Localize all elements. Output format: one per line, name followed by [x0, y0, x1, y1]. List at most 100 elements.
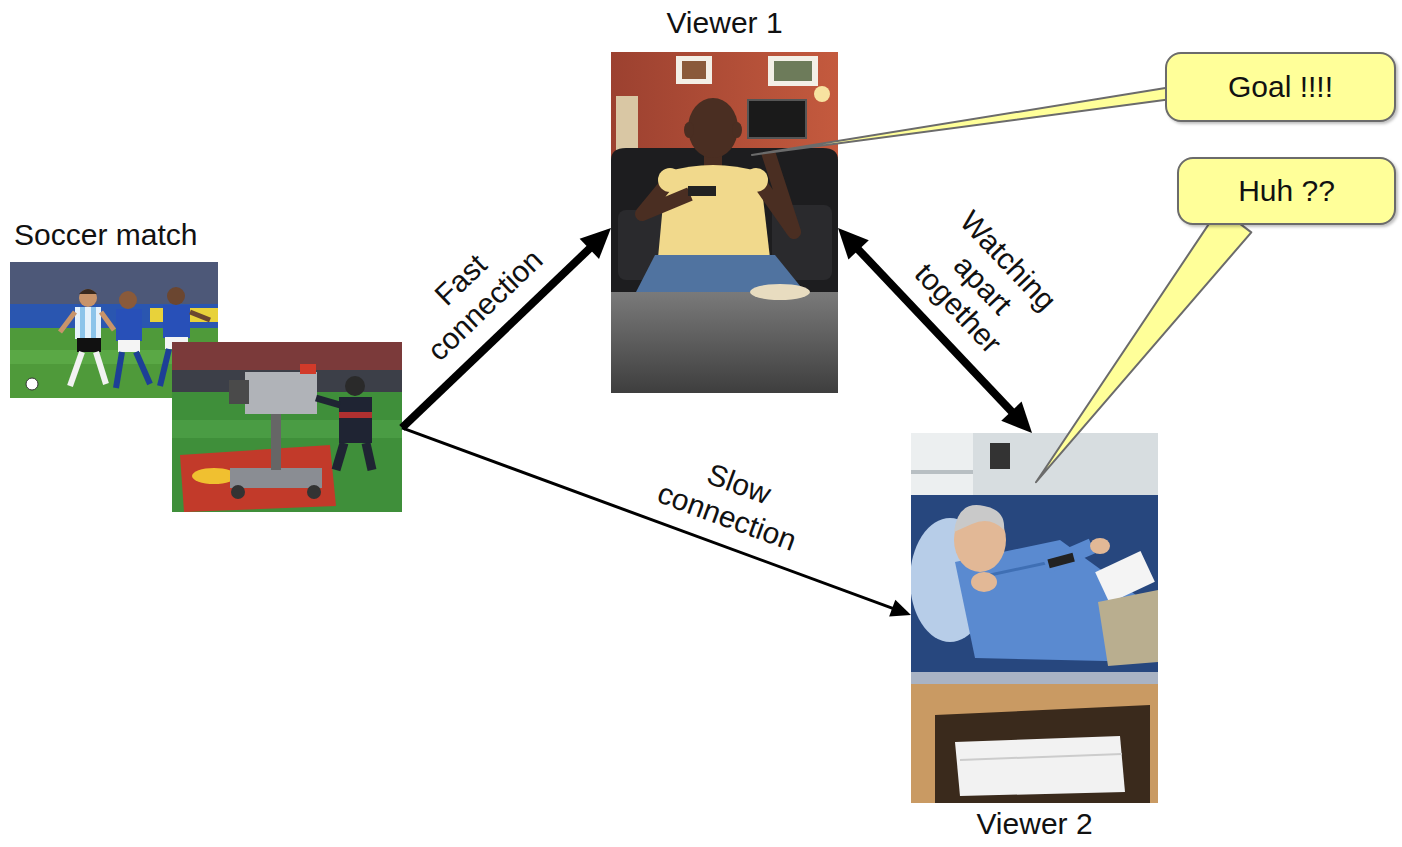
illustration-part	[954, 505, 1004, 532]
illustration-part	[307, 485, 321, 499]
viewer-one-photo	[611, 52, 838, 393]
illustration-part	[911, 684, 1158, 803]
node-text: Viewer 1	[666, 6, 782, 41]
illustration-part	[229, 380, 249, 404]
illustration-part	[116, 309, 142, 341]
illustration-part	[119, 291, 137, 309]
illustration-part	[136, 352, 150, 384]
illustration-part	[300, 364, 316, 374]
node-text: Viewer 2	[976, 807, 1092, 842]
speech-tail-shape	[752, 87, 1172, 155]
illustration-part	[172, 342, 402, 370]
illustration-part	[748, 100, 806, 138]
illustration-part	[911, 470, 973, 474]
node-text: Soccer match	[14, 218, 197, 253]
illustration-part	[101, 312, 114, 330]
illustration-part	[230, 468, 322, 488]
node-text: Huh ??	[1238, 174, 1335, 209]
illustration-part	[79, 289, 97, 294]
speech-tail	[1036, 208, 1251, 482]
illustration-part	[611, 148, 838, 300]
speech-tail-shape	[1036, 208, 1251, 482]
illustration-part	[911, 672, 1158, 684]
illustration-part	[676, 56, 712, 84]
illustration-part	[955, 736, 1125, 796]
node-text: Goal !!!!	[1228, 70, 1333, 105]
illustration-part	[611, 292, 838, 393]
edge-label-holder: Watching apart together	[894, 195, 1072, 375]
illustration-part	[366, 443, 372, 470]
illustration-part	[756, 152, 794, 232]
illustration-part	[750, 284, 810, 300]
illustration-part	[167, 287, 185, 305]
illustration-part	[231, 485, 245, 499]
illustration-part	[339, 397, 372, 443]
arrow-head	[1001, 402, 1032, 433]
edge-label: Fast connection	[388, 209, 559, 376]
illustration-part	[960, 754, 1122, 760]
illustration-part	[935, 705, 1150, 803]
arrow-head	[838, 228, 869, 259]
illustration-part	[316, 398, 340, 405]
illustration-part	[190, 312, 210, 320]
speech-bubble: Huh ??	[1177, 157, 1396, 225]
illustration-part	[1098, 590, 1158, 666]
connector-line	[402, 428, 894, 609]
illustration-part	[744, 168, 768, 192]
connection-arrow	[402, 428, 911, 617]
arrow-head	[580, 228, 611, 259]
illustration-part	[118, 340, 140, 352]
illustration-part	[91, 307, 96, 339]
illustration-part	[732, 122, 742, 138]
speech-bubble: Goal !!!!	[1165, 52, 1396, 122]
illustration-part	[160, 349, 169, 386]
viewer-two-photo	[911, 433, 1158, 803]
illustration-part	[60, 312, 75, 332]
illustration-part	[682, 61, 706, 79]
illustration-part	[911, 433, 1158, 803]
illustration-part	[658, 168, 682, 192]
arrow-head	[889, 600, 911, 617]
camera-photo	[172, 342, 402, 512]
illustration-part	[339, 412, 372, 418]
illustration-part	[336, 443, 344, 470]
viewer-photo: Viewer 1	[611, 4, 838, 393]
illustration-part	[911, 495, 1158, 685]
illustration-part	[658, 165, 770, 258]
illustration-part	[26, 378, 38, 390]
illustration-part	[1090, 538, 1110, 554]
illustration-part	[180, 445, 336, 512]
illustration-part	[345, 376, 365, 396]
illustration-part	[611, 52, 838, 393]
illustration-part	[990, 443, 1010, 469]
illustration-part	[80, 307, 85, 339]
illustration-part	[814, 86, 830, 102]
speech-tail	[752, 87, 1172, 155]
illustration-part	[70, 352, 82, 386]
illustration-part	[688, 186, 716, 196]
illustration-part	[271, 412, 281, 470]
edge-label: Watching apart together	[894, 195, 1072, 375]
illustration-part	[684, 122, 694, 138]
illustration-part	[116, 352, 122, 388]
viewer-photo: Viewer 2	[911, 433, 1158, 843]
illustration-part	[96, 352, 106, 384]
edge-label-holder: Slow connection	[642, 439, 825, 562]
illustration-part	[172, 342, 402, 512]
illustration-part	[163, 305, 190, 338]
illustration-part	[688, 98, 738, 158]
illustration-part	[10, 262, 218, 304]
illustration-part	[616, 96, 638, 150]
edge-label-holder: Fast connection	[388, 209, 559, 376]
illustration-part	[971, 572, 997, 592]
illustration-part	[79, 289, 97, 307]
illustration-part	[774, 61, 812, 81]
illustration-part	[77, 338, 101, 352]
edge-label: Slow connection	[642, 439, 825, 562]
illustration-part	[768, 56, 818, 86]
